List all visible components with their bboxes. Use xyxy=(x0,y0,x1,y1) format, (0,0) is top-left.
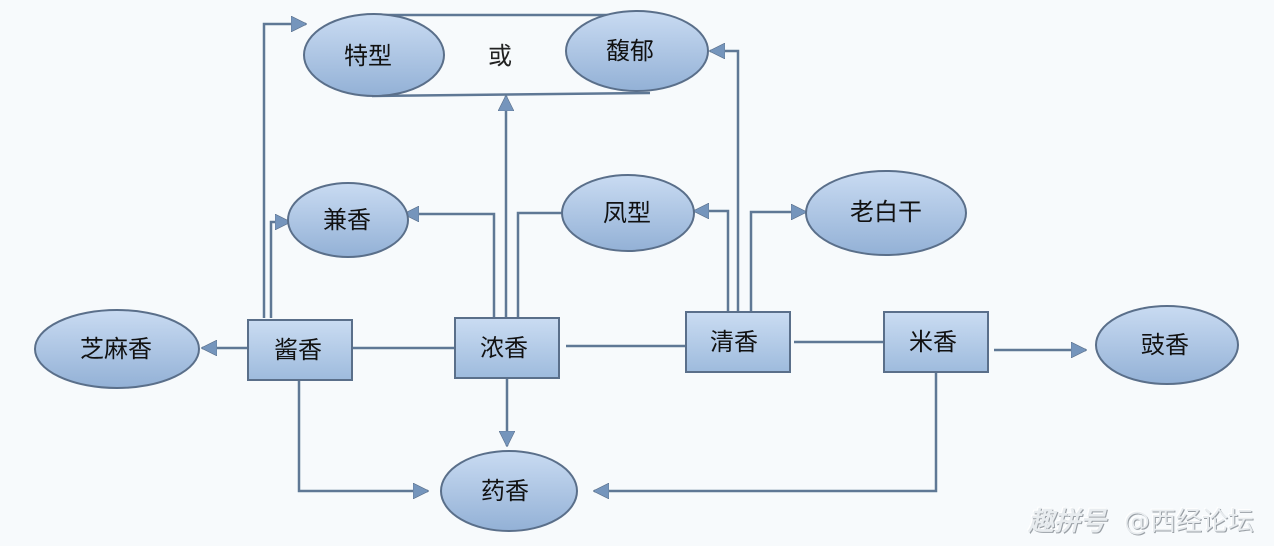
label-yaoxiang: 药香 xyxy=(481,477,529,505)
label-nongxiang: 浓香 xyxy=(480,334,528,362)
watermark: 趣拼号 @西经论坛 xyxy=(1028,501,1254,538)
edge-qingxiang-laobaigan xyxy=(749,212,806,312)
node-zhimaxiang xyxy=(34,309,200,389)
node-jianxiang xyxy=(287,182,409,258)
label-qingxiang: 清香 xyxy=(710,328,758,356)
node-laobaigan xyxy=(805,170,967,256)
label-zhimaxiang: 芝麻香 xyxy=(80,335,152,363)
node-fengxing xyxy=(561,174,695,252)
label-texing: 特型 xyxy=(344,42,392,70)
edge-jiangxiang-jianxiang xyxy=(269,222,290,318)
node-qingxiang xyxy=(685,311,791,373)
node-jiangxiang xyxy=(247,319,353,381)
watermark-logo: 趣拼号 xyxy=(1027,507,1106,537)
node-nongxiang xyxy=(454,317,560,379)
watermark-text: @西经论坛 xyxy=(1123,507,1254,537)
label-jiangxiang: 酱香 xyxy=(274,336,322,364)
label-fuyu: 馥郁 xyxy=(606,37,654,65)
node-chixiang xyxy=(1095,305,1239,385)
edge-jiangxiang-yaoxiang xyxy=(297,380,428,491)
label-fengxing: 凤型 xyxy=(603,199,651,227)
edge-qingxiang-fengxing xyxy=(694,211,730,312)
label-chixiang: 豉香 xyxy=(1141,331,1189,359)
edge-jiangxiang-texing xyxy=(262,24,306,318)
label-laobaigan: 老白干 xyxy=(850,198,922,226)
edge-mixiang-yaoxiang xyxy=(594,372,938,491)
node-texing xyxy=(303,13,445,97)
label-mixiang: 米香 xyxy=(909,328,957,356)
edge-nongxiang-jianxiang xyxy=(404,214,496,318)
edge-nongxiang-fengxing xyxy=(516,213,582,318)
node-fuyu xyxy=(565,10,709,92)
node-mixiang xyxy=(883,311,989,373)
group-outline-bottom xyxy=(371,91,651,98)
edge-qingxiang-fuyu xyxy=(710,51,740,312)
label-jianxiang: 兼香 xyxy=(323,206,371,234)
label-or: 或 xyxy=(488,42,512,70)
node-yaoxiang xyxy=(440,450,578,532)
